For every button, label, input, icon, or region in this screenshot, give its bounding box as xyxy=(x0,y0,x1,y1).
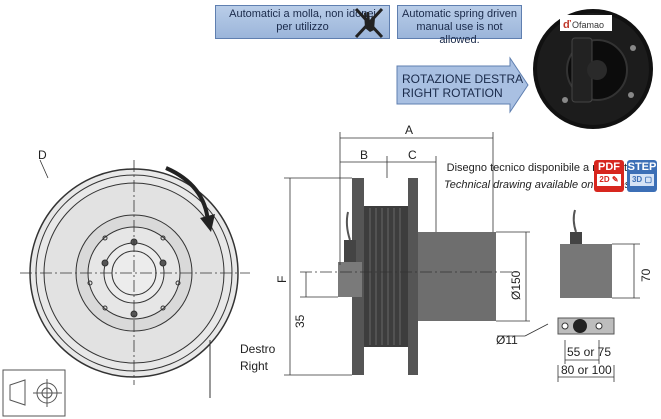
rotation-text-it: ROTAZIONE DESTRA xyxy=(402,72,524,86)
cube-icon: 3D ▢ xyxy=(630,174,654,186)
label-destro: Destro xyxy=(240,342,276,356)
step-label: STEP xyxy=(627,161,657,173)
label-diameter-11: Ø11 xyxy=(496,333,518,347)
label-55-or-75: 55 or 75 xyxy=(567,345,611,359)
availability-note: Disegno tecnico disponibile a richiesta … xyxy=(444,160,633,194)
label-a: A xyxy=(405,123,413,137)
product-photo: ď Ofamao xyxy=(533,9,653,129)
availability-text-it: Disegno tecnico disponibile a richiesta xyxy=(446,162,634,174)
brand-name: Ofamao xyxy=(572,20,604,30)
pdf-download-button[interactable]: PDF 2D ✎ xyxy=(594,160,624,192)
rotation-text-en: RIGHT ROTATION xyxy=(402,86,503,100)
detail-view xyxy=(557,209,640,382)
label-right: Right xyxy=(240,359,269,373)
label-diameter-150: Ø150 xyxy=(509,270,523,300)
label-d: D xyxy=(38,148,47,162)
availability-text-en: Technical drawing available on request xyxy=(444,179,634,191)
warning-notice-italian: Automatici a molla, non idonei per utili… xyxy=(215,5,390,39)
brand-logo xyxy=(560,15,612,31)
label-35: 35 xyxy=(293,314,307,328)
no-manual-use-icon xyxy=(354,7,384,39)
label-80-or-100: 80 or 100 xyxy=(561,363,612,377)
dimension-lines xyxy=(284,132,549,376)
rotation-arrow-icon xyxy=(396,56,529,114)
label-f: F xyxy=(275,276,289,283)
projection-symbol-icon xyxy=(2,369,66,417)
step-download-button[interactable]: STEP 3D ▢ xyxy=(627,160,657,192)
front-view xyxy=(20,159,250,398)
svg-text:ď: ď xyxy=(563,19,571,31)
step-sub-label: 3D xyxy=(631,175,643,184)
pdf-sub-label: 2D xyxy=(599,175,610,184)
warning-notice-english: Automatic spring driven manual use is no… xyxy=(397,5,522,46)
warning-text-en: Automatic spring driven manual use is no… xyxy=(402,8,517,46)
label-70: 70 xyxy=(639,268,653,282)
label-c: C xyxy=(408,148,417,162)
rotation-label: ROTAZIONE DESTRA RIGHT ROTATION xyxy=(402,72,523,100)
pdf-label: PDF xyxy=(598,161,620,173)
rotation-direction-arrow xyxy=(165,166,210,223)
pdf-icon: 2D ✎ xyxy=(597,174,621,186)
side-view xyxy=(300,178,520,375)
warning-text-it: Automatici a molla, non idonei per utili… xyxy=(229,8,376,33)
label-b: B xyxy=(360,148,368,162)
